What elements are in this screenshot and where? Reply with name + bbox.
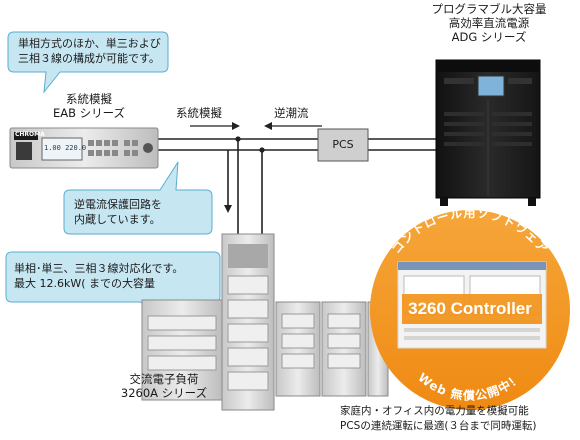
callout-load xyxy=(5,251,221,322)
load-rack xyxy=(141,233,389,411)
flow-grid-sim: 系統模擬 xyxy=(176,106,222,120)
eab-display: 1.00 220.0 xyxy=(44,144,87,152)
callout-top-text: 単相方式のほか、単三および 三相３線の構成が可能です。 xyxy=(18,36,161,66)
adg-cabinet xyxy=(435,59,541,206)
flow-arrows xyxy=(190,122,322,213)
eab-brand: CHROMA xyxy=(15,131,45,138)
callout-top xyxy=(7,31,169,94)
load-title: 交流電子負荷 3260A シリーズ xyxy=(104,372,224,400)
callout-mid-text: 逆電流保護回路を 内蔵しています。 xyxy=(74,197,162,227)
pcs-label: PCS xyxy=(332,138,354,151)
eab-title: 系統模擬 EAB シリーズ xyxy=(34,92,144,120)
callout-load-text: 単相･単三、三相３線対応化です。 最大 12.6kW( までの大容量 xyxy=(14,261,183,291)
adg-title: プログラマブル大容量 高効率直流電源 ADG シリーズ xyxy=(404,2,574,44)
eab-line2: EAB シリーズ xyxy=(52,106,126,120)
adg-line3: ADG シリーズ xyxy=(451,30,527,44)
footer-text: 家庭内・オフィス内の電力量を模擬可能 PCSの連続運転に最適(３台まで同時運転) xyxy=(340,404,537,434)
footer-line1: 家庭内・オフィス内の電力量を模擬可能 xyxy=(340,405,529,417)
adg-line2: 高効率直流電源 xyxy=(448,16,530,30)
software-title: 3260 Controller xyxy=(408,299,532,318)
callout-mid-line2: 内蔵しています。 xyxy=(74,213,161,226)
eab-line1: 系統模擬 xyxy=(66,92,112,106)
wire-junctions xyxy=(235,136,265,153)
callout-top-line2: 三相３線の構成が可能です。 xyxy=(18,52,160,65)
callout-load-line1: 単相･単三、三相３線対応化です。 xyxy=(14,262,184,275)
callout-mid-line1: 逆電流保護回路を xyxy=(74,198,162,211)
wiring xyxy=(158,138,438,238)
load-line1: 交流電子負荷 xyxy=(129,372,199,386)
footer-line2: PCSの連続運転に最適(３台まで同時運転) xyxy=(340,420,537,432)
callout-mid xyxy=(63,161,213,235)
eab-device xyxy=(9,127,159,169)
callout-load-line2: 最大 12.6kW( までの大容量 xyxy=(14,277,156,290)
adg-line1: プログラマブル大容量 xyxy=(431,2,547,16)
load-line2: 3260A シリーズ xyxy=(120,386,208,400)
pcs-box xyxy=(317,128,369,162)
callout-top-line1: 単相方式のほか、単三および xyxy=(18,37,161,50)
flow-reverse: 逆潮流 xyxy=(274,106,309,120)
